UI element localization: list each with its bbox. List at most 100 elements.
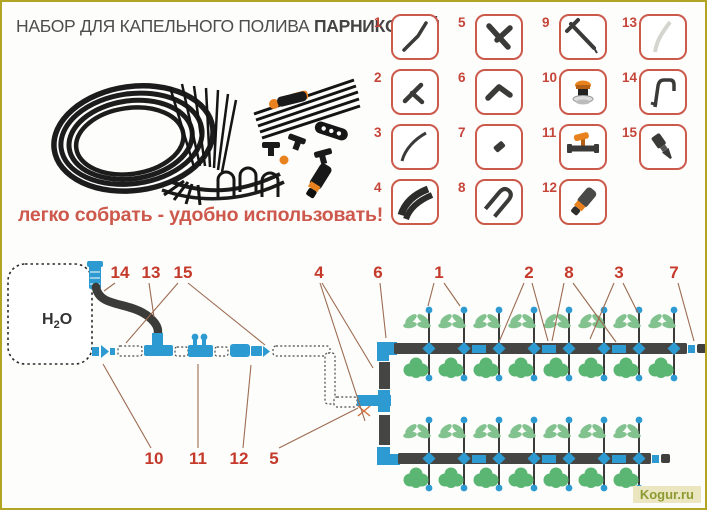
- part-box: [639, 69, 687, 115]
- plant-unit: [473, 306, 506, 382]
- plant-unit: [508, 306, 541, 382]
- pipe-tee-connector: [632, 342, 646, 355]
- callout-line-2: [531, 282, 549, 342]
- plant-unit: [578, 306, 611, 382]
- part-cell-1: 1: [374, 14, 439, 65]
- pipe-coupling: [542, 345, 556, 353]
- part-cell-13: 13: [622, 14, 687, 65]
- callout-label-12: 12: [230, 449, 249, 468]
- part-cell-4: 4: [374, 179, 439, 230]
- dripper-dot: [600, 484, 608, 492]
- plant-top: [613, 424, 641, 439]
- dripper-dot: [600, 306, 608, 314]
- dripper-dot: [460, 374, 468, 382]
- dripper-dot: [425, 484, 433, 492]
- dripper-dot: [425, 416, 433, 424]
- feeder-tee: [357, 390, 391, 412]
- plant-unit: [578, 416, 611, 492]
- part-cell-9: 9: [542, 14, 607, 65]
- callout-line-7: [677, 282, 695, 342]
- callout-label-2: 2: [524, 263, 533, 282]
- plant-top: [403, 424, 431, 439]
- quick-connector: [230, 344, 270, 357]
- dripper-dot: [565, 416, 573, 424]
- thin-hose-icon: [395, 127, 435, 167]
- plant-unit: [543, 306, 576, 382]
- tank-top-fitting: [87, 261, 103, 289]
- pipe-tee-connector: [527, 452, 541, 465]
- plant-top: [438, 314, 466, 329]
- dripper-dot: [635, 416, 643, 424]
- elbow-icon: [479, 72, 519, 112]
- plant-bush: [438, 467, 464, 488]
- plant-bush: [648, 357, 674, 378]
- crossing-mark: [357, 405, 371, 417]
- valve-icon: [563, 127, 603, 167]
- dripper-dot: [495, 484, 503, 492]
- callout-label-4: 4: [314, 263, 324, 282]
- assembly-diagram: H2O: [7, 261, 705, 492]
- tee-icon: [395, 72, 435, 112]
- part-cell-11: 11: [542, 124, 607, 175]
- hose-run-horizontal: [272, 345, 331, 357]
- part-number: 15: [622, 125, 638, 140]
- part-box: [475, 124, 523, 170]
- tank-label: H2O: [42, 311, 72, 331]
- dropper-icon: [643, 127, 683, 167]
- part-cell-6: 6: [458, 69, 523, 120]
- pipe-coupling: [612, 455, 626, 463]
- plants-layer: [403, 306, 681, 492]
- dripper-dot: [635, 374, 643, 382]
- dripper-dot: [565, 484, 573, 492]
- callout-line-8: [551, 282, 565, 342]
- pipe-tee-connector: [492, 342, 506, 355]
- part-number: 3: [374, 125, 382, 140]
- plant-bush: [438, 357, 464, 378]
- plant-unit: [403, 416, 436, 492]
- pipe-coupling: [542, 455, 556, 463]
- plant-top: [438, 424, 466, 439]
- supply-hose: [91, 282, 163, 347]
- plant-unit: [613, 306, 646, 382]
- pipe-tee-connector: [492, 452, 506, 465]
- part-cell-7: 7: [458, 124, 523, 175]
- callout-label-7: 7: [669, 263, 678, 282]
- plant-unit: [403, 306, 436, 382]
- dripper-dot: [530, 306, 538, 314]
- part-box: [559, 69, 607, 115]
- callout-label-10: 10: [145, 449, 164, 468]
- fitting-assembly: [92, 333, 358, 408]
- dripper-dot: [670, 374, 678, 382]
- elbow-bottom: [377, 447, 400, 465]
- plant-bush: [403, 357, 429, 378]
- plant-top: [508, 424, 536, 439]
- part-cell-3: 3: [374, 124, 439, 175]
- callout-line-15: [187, 282, 266, 346]
- y-connector-icon: [479, 17, 519, 57]
- part-number: 8: [458, 180, 466, 195]
- part-box: [559, 124, 607, 170]
- pipe-tee-connector: [667, 342, 681, 355]
- shutoff-valve: [188, 333, 213, 357]
- part-cell-15: 15: [622, 124, 687, 175]
- callout-line-3: [622, 282, 639, 314]
- elbow-top: [377, 342, 397, 361]
- callout-line-14: [103, 282, 116, 292]
- dripper-dot: [530, 374, 538, 382]
- callout-line-4: [319, 282, 366, 422]
- plant-unit: [438, 416, 471, 492]
- end-plug: [697, 344, 705, 353]
- water-tank: H2O: [7, 263, 93, 365]
- thick-hose-icon: [395, 182, 435, 222]
- plant-top: [543, 424, 571, 439]
- plant-top: [508, 314, 536, 329]
- pipe-tee-connector: [562, 342, 576, 355]
- part-box: [559, 14, 607, 60]
- tank-connector-icon: [563, 72, 603, 112]
- callout-label-13: 13: [142, 263, 161, 282]
- part-number: 2: [374, 70, 382, 85]
- plant-bush: [578, 467, 604, 488]
- kit-photo-art: [51, 78, 361, 206]
